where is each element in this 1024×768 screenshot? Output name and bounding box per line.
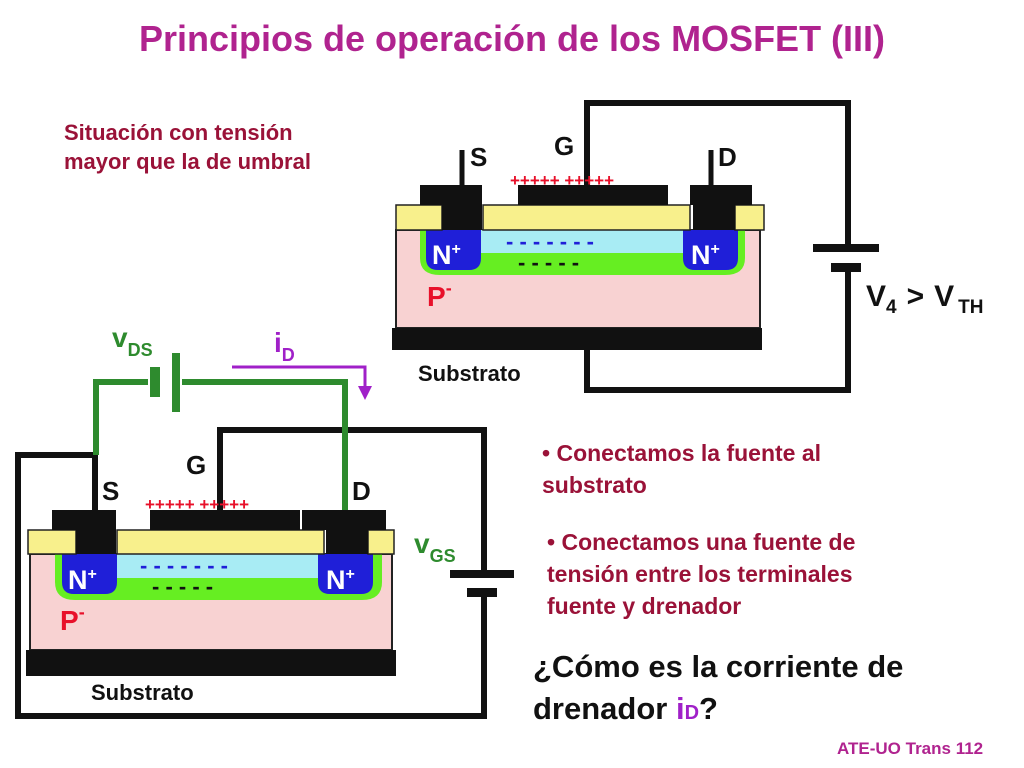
bottom-vds-long-plate: [172, 353, 180, 412]
bullet-2-marker: •: [547, 529, 556, 555]
top-mosfet: G S D +++++ +++++ - - - - - - - - - - - …: [392, 100, 983, 393]
bottom-source-contact-stem: [76, 530, 116, 554]
bottom-substrate-label: Substrato: [91, 680, 194, 705]
top-oxide-gate: [482, 204, 691, 231]
top-channel: [466, 230, 692, 253]
top-source-contact-base: [420, 185, 482, 205]
top-oxide-right: [734, 204, 765, 231]
top-battery-long-plate: [813, 244, 879, 252]
question-id-sub: D: [684, 702, 700, 724]
top-nplus-right-label: N+: [691, 240, 720, 270]
footer: ATE-UO Trans 112: [837, 739, 984, 758]
bottom-oxide-right: [367, 529, 395, 555]
bullet-2-line-2: tensión entre los terminales: [547, 561, 853, 587]
bottom-source-contact-base: [52, 510, 116, 530]
bottom-substrate-wire: [15, 452, 487, 719]
bottom-id-arrow: [232, 365, 367, 390]
bottom-vgs-long-plate: [450, 570, 514, 578]
top-drain-contact-stem: [693, 205, 735, 230]
bottom-oxide-left: [27, 529, 77, 555]
bottom-depletion-charges: - - - - -: [152, 574, 213, 599]
top-substrate-wire: [584, 270, 851, 393]
bottom-id-arrowhead: [358, 386, 372, 400]
bottom-vds-left-wire: [93, 379, 148, 455]
situation-line-1: Situación con tensión: [64, 120, 293, 145]
bottom-vds-short-plate: [150, 367, 160, 397]
bullet-1-line-2: substrato: [542, 472, 647, 498]
top-drain-contact-base: [690, 185, 752, 205]
top-nplus-left-label: N+: [432, 240, 461, 270]
situation-line-2: mayor que la de umbral: [64, 149, 311, 174]
bottom-vds-right-wire: [182, 379, 348, 512]
top-oxide-left: [395, 204, 443, 231]
bottom-nplus-left-label: N+: [68, 565, 97, 595]
top-substrate-bar: [392, 328, 762, 350]
bullet-2-line-3: fuente y drenador: [547, 593, 742, 619]
bottom-substrate-bar: [26, 650, 396, 676]
bottom-vgs-label: vGS: [414, 528, 456, 566]
bullet-1-line-1: Conectamos la fuente al: [556, 440, 822, 466]
top-source-label: S: [470, 142, 487, 172]
bullet-2-line-1: Conectamos una fuente de: [561, 529, 856, 555]
bullet-1: • Conectamos la fuente al substrato: [542, 437, 821, 501]
bottom-oxide-gate: [116, 529, 325, 555]
top-battery-short-plate: [831, 263, 861, 272]
bottom-id-label: iD: [274, 327, 295, 365]
bottom-nplus-right-label: N+: [326, 565, 355, 595]
top-nplus-left: [426, 230, 481, 270]
bottom-channel-charges: - - - - - - -: [140, 553, 228, 578]
top-p-label: P-: [427, 278, 452, 312]
bottom-mosfet: vDS iD G S D +++++ +++++ - - - - - - - -…: [15, 322, 514, 719]
bullet-1-marker: •: [542, 440, 551, 466]
bottom-gate-label: G: [186, 450, 206, 480]
top-source-contact-stem: [442, 205, 482, 230]
bottom-vgs-short-plate: [467, 588, 497, 597]
top-substrate-label: Substrato: [418, 361, 521, 386]
bottom-nplus-left: [62, 554, 117, 594]
question: ¿Cómo es la corriente de drenador iD?: [533, 646, 903, 734]
top-gate-charges: +++++ +++++: [510, 171, 614, 190]
bottom-channel: [100, 554, 326, 578]
top-drain-label: D: [718, 142, 737, 172]
bottom-drain-contact-stem: [326, 530, 368, 554]
top-channel-charges: - - - - - - -: [506, 229, 594, 254]
question-line-2: drenador: [533, 691, 676, 726]
bottom-p-label: P-: [60, 602, 85, 636]
situation-text: Situación con tensión mayor que la de um…: [64, 118, 311, 176]
question-id: i: [675, 691, 685, 726]
bottom-vds-label: vDS: [112, 322, 153, 360]
top-nplus-right: [683, 230, 738, 270]
question-line-1: ¿Cómo es la corriente de: [533, 649, 904, 684]
question-mark: ?: [699, 691, 718, 726]
top-gate-label: G: [554, 131, 574, 161]
bottom-drain-contact-base: [302, 510, 386, 530]
top-gate-wire: [584, 100, 851, 248]
bottom-gate-wire: [217, 427, 487, 572]
bottom-gate-metal: [150, 510, 300, 530]
bullet-2: • Conectamos una fuente de tensión entre…: [547, 526, 855, 622]
bottom-source-label: S: [102, 476, 119, 506]
top-depletion-charges: - - - - -: [518, 250, 579, 275]
top-gate-metal: [518, 185, 668, 205]
page-title: Principios de operación de los MOSFET (I…: [138, 18, 886, 59]
bottom-drain-label: D: [352, 476, 371, 506]
bottom-nplus-right: [318, 554, 373, 594]
bottom-gate-charges: +++++ +++++: [145, 495, 249, 514]
